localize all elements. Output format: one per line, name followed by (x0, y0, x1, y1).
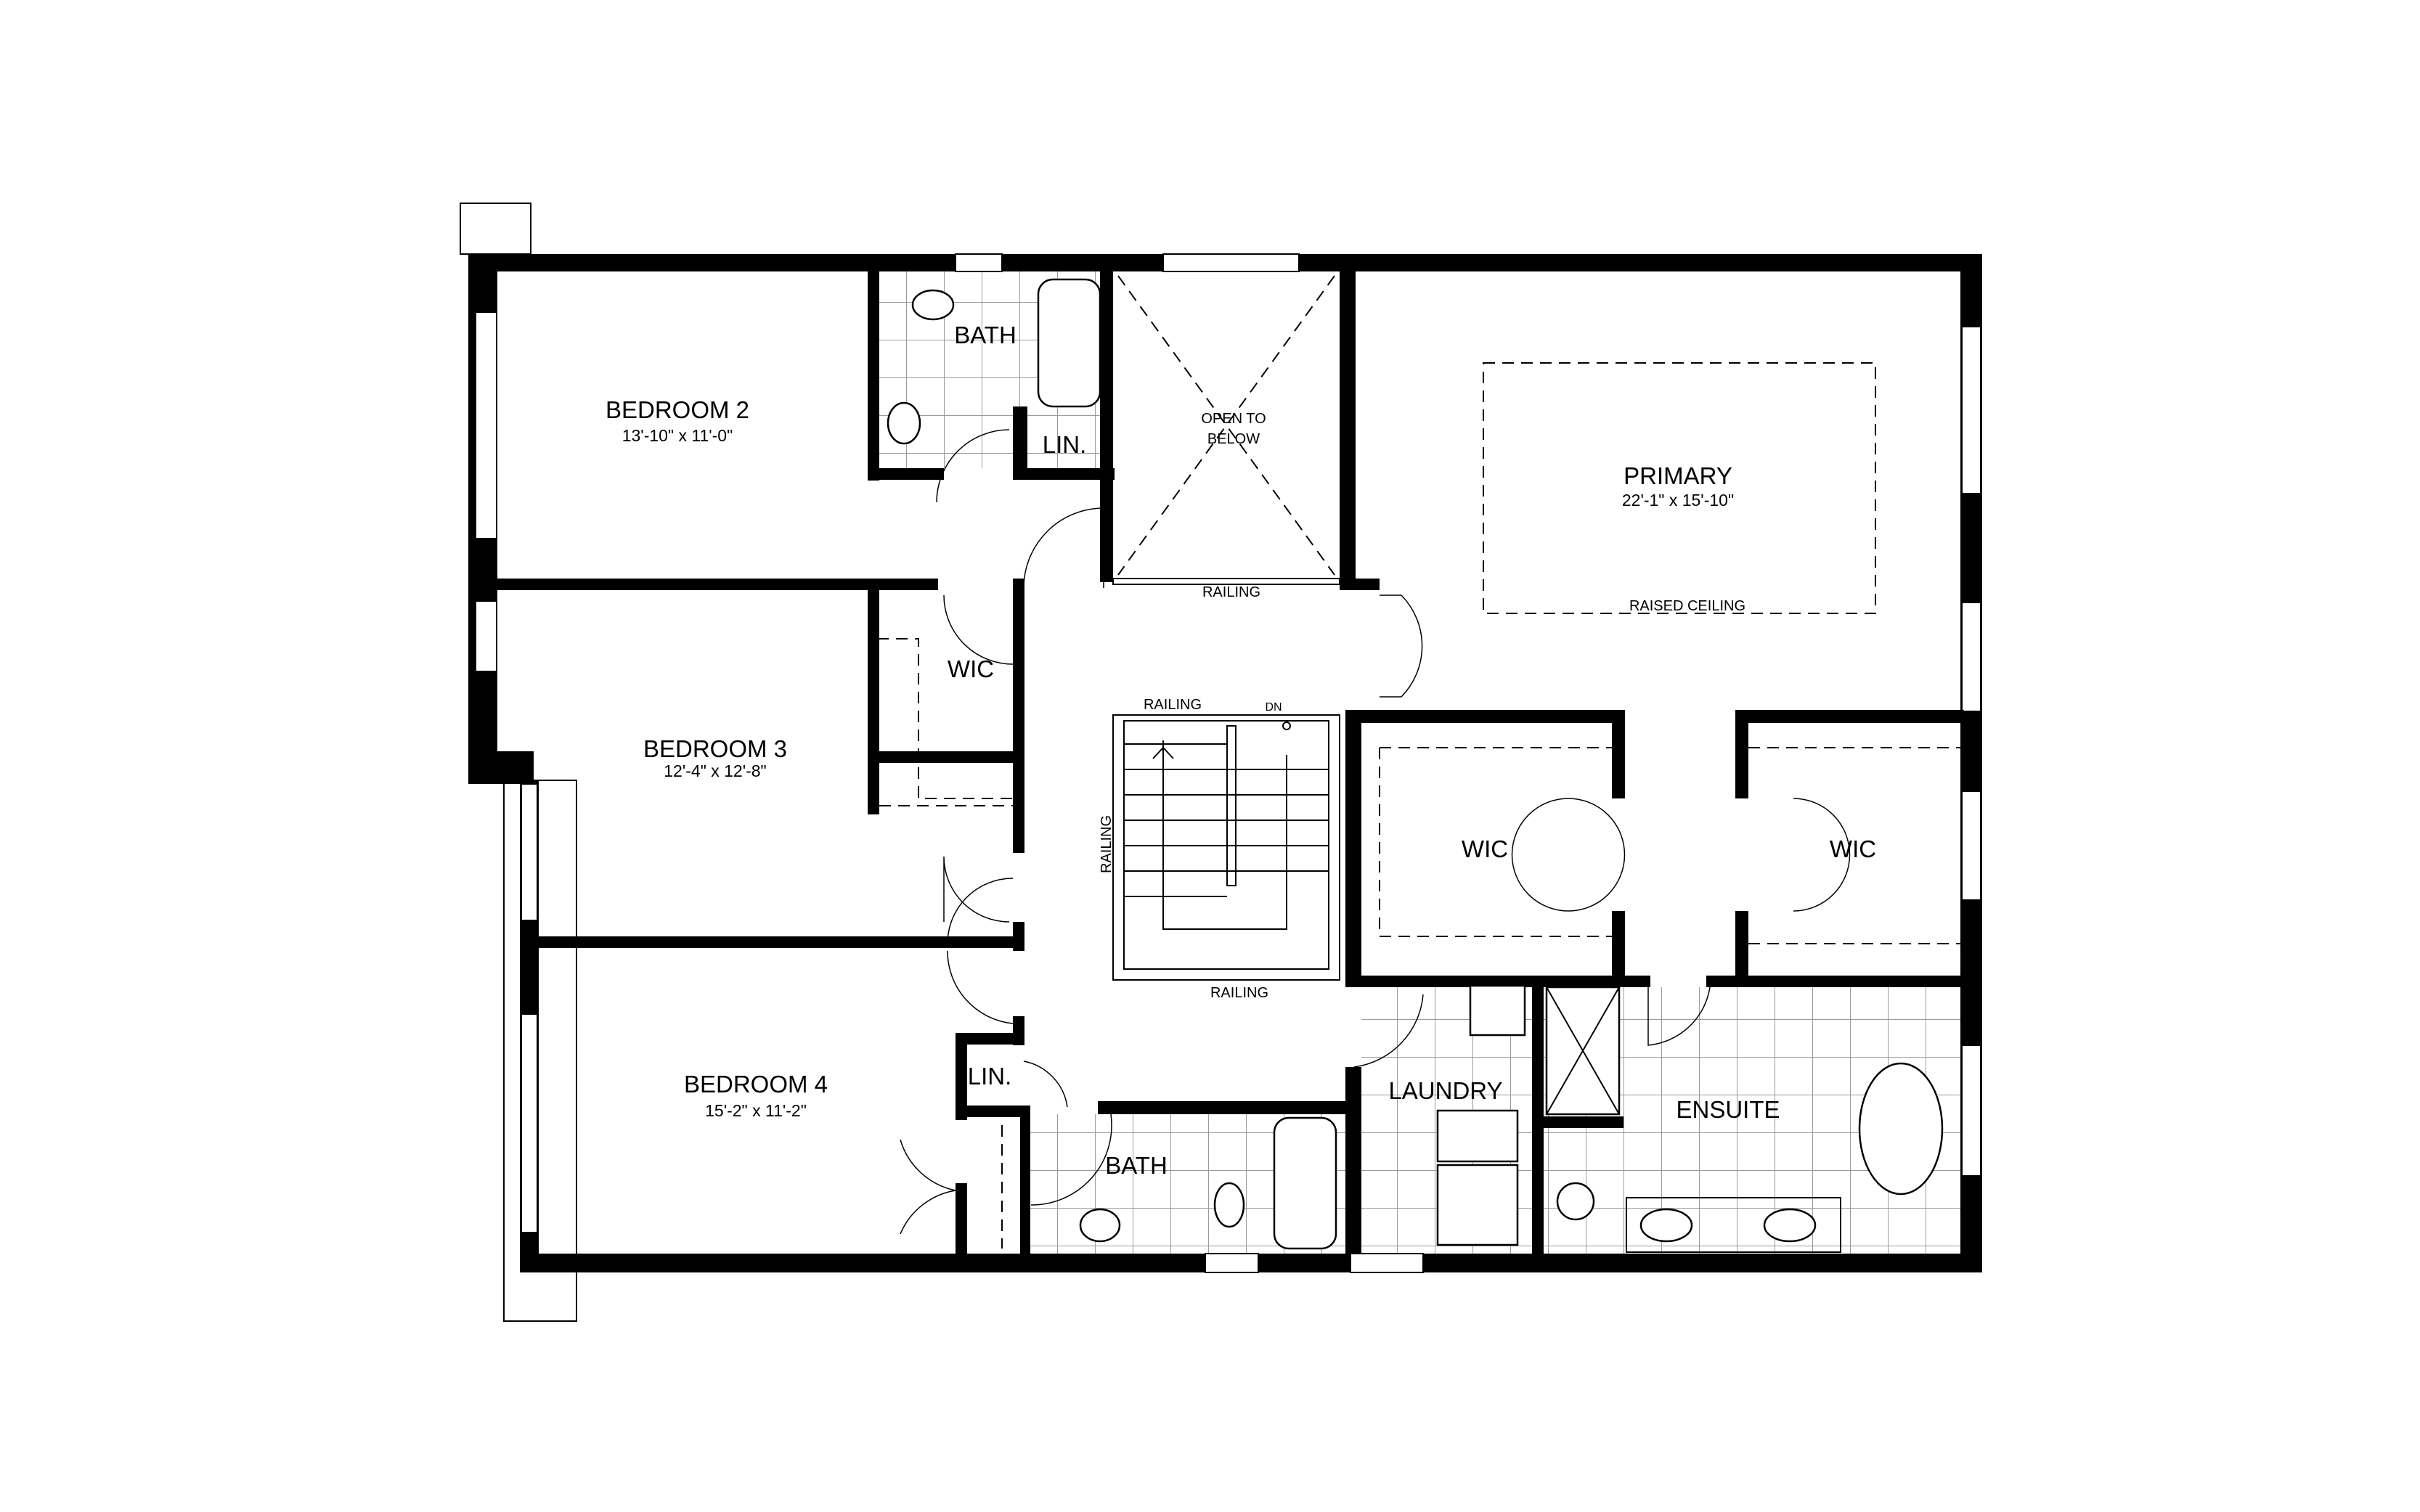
dryer (1436, 1109, 1519, 1163)
staircase (1112, 714, 1340, 981)
toilet (1556, 1182, 1595, 1221)
bathtub (1037, 278, 1101, 408)
raised-ceiling-label: RAISED CEILING (1629, 598, 1745, 614)
stair-dn-label: DN (1265, 701, 1282, 714)
open-to-below-area (1112, 275, 1340, 585)
dryer (1436, 1164, 1519, 1246)
primary-size: 22'-1" x 15'-10" (1622, 491, 1734, 510)
tile-floors (879, 270, 1960, 1254)
open-to-below-label-2: BELOW (1207, 431, 1260, 447)
railing-stair-bottom-label: RAILING (1210, 985, 1268, 1001)
bedroom3-size: 12'-4" x 12'-8" (664, 761, 766, 780)
toilet (1213, 1182, 1245, 1228)
open-to-below-label-1: OPEN TO (1201, 411, 1266, 427)
bedroom3-label: BEDROOM 3 (643, 735, 787, 762)
sink (1079, 1208, 1121, 1243)
lin-bottom-label: LIN. (968, 1063, 1012, 1090)
toilet (911, 289, 955, 321)
closet-rods (877, 638, 1960, 1249)
railing-open-label: RAILING (1202, 584, 1260, 600)
lin-top-label: LIN. (1043, 431, 1087, 458)
bedroom4-label: BEDROOM 4 (684, 1071, 828, 1098)
bath-bottom-label: BATH (1105, 1152, 1168, 1179)
railing-stair-top-label: RAILING (1144, 697, 1202, 713)
interior-walls (497, 270, 1964, 1254)
wic-bed3-label: WIC (948, 655, 994, 682)
wic-primary-left-label: WIC (1462, 835, 1508, 862)
bedroom2-label: BEDROOM 2 (606, 396, 749, 423)
bedroom2-size: 13'-10" x 11'-0" (622, 426, 733, 445)
ensuite-label: ENSUITE (1676, 1096, 1780, 1123)
chimney (460, 203, 531, 255)
sink (887, 401, 921, 445)
bedroom4-size: 15'-2" x 11'-2" (705, 1101, 807, 1120)
primary-label: PRIMARY (1623, 462, 1732, 489)
door-swings (900, 429, 1851, 1235)
sink (1639, 1208, 1693, 1243)
washer (1469, 984, 1526, 1037)
vanity (1626, 1197, 1841, 1253)
laundry-label: LAUNDRY (1388, 1077, 1502, 1104)
windows (475, 253, 1981, 1273)
sink (1763, 1208, 1817, 1243)
railing-stair-side-label: RAILING (1099, 815, 1115, 873)
bath-top-label: BATH (954, 322, 1017, 348)
raised-ceiling-outline (1483, 362, 1876, 614)
soaker-tub (1858, 1062, 1944, 1196)
bathtub (1273, 1116, 1337, 1250)
fixtures (887, 278, 1944, 1253)
wic-primary-right-label: WIC (1830, 835, 1876, 862)
